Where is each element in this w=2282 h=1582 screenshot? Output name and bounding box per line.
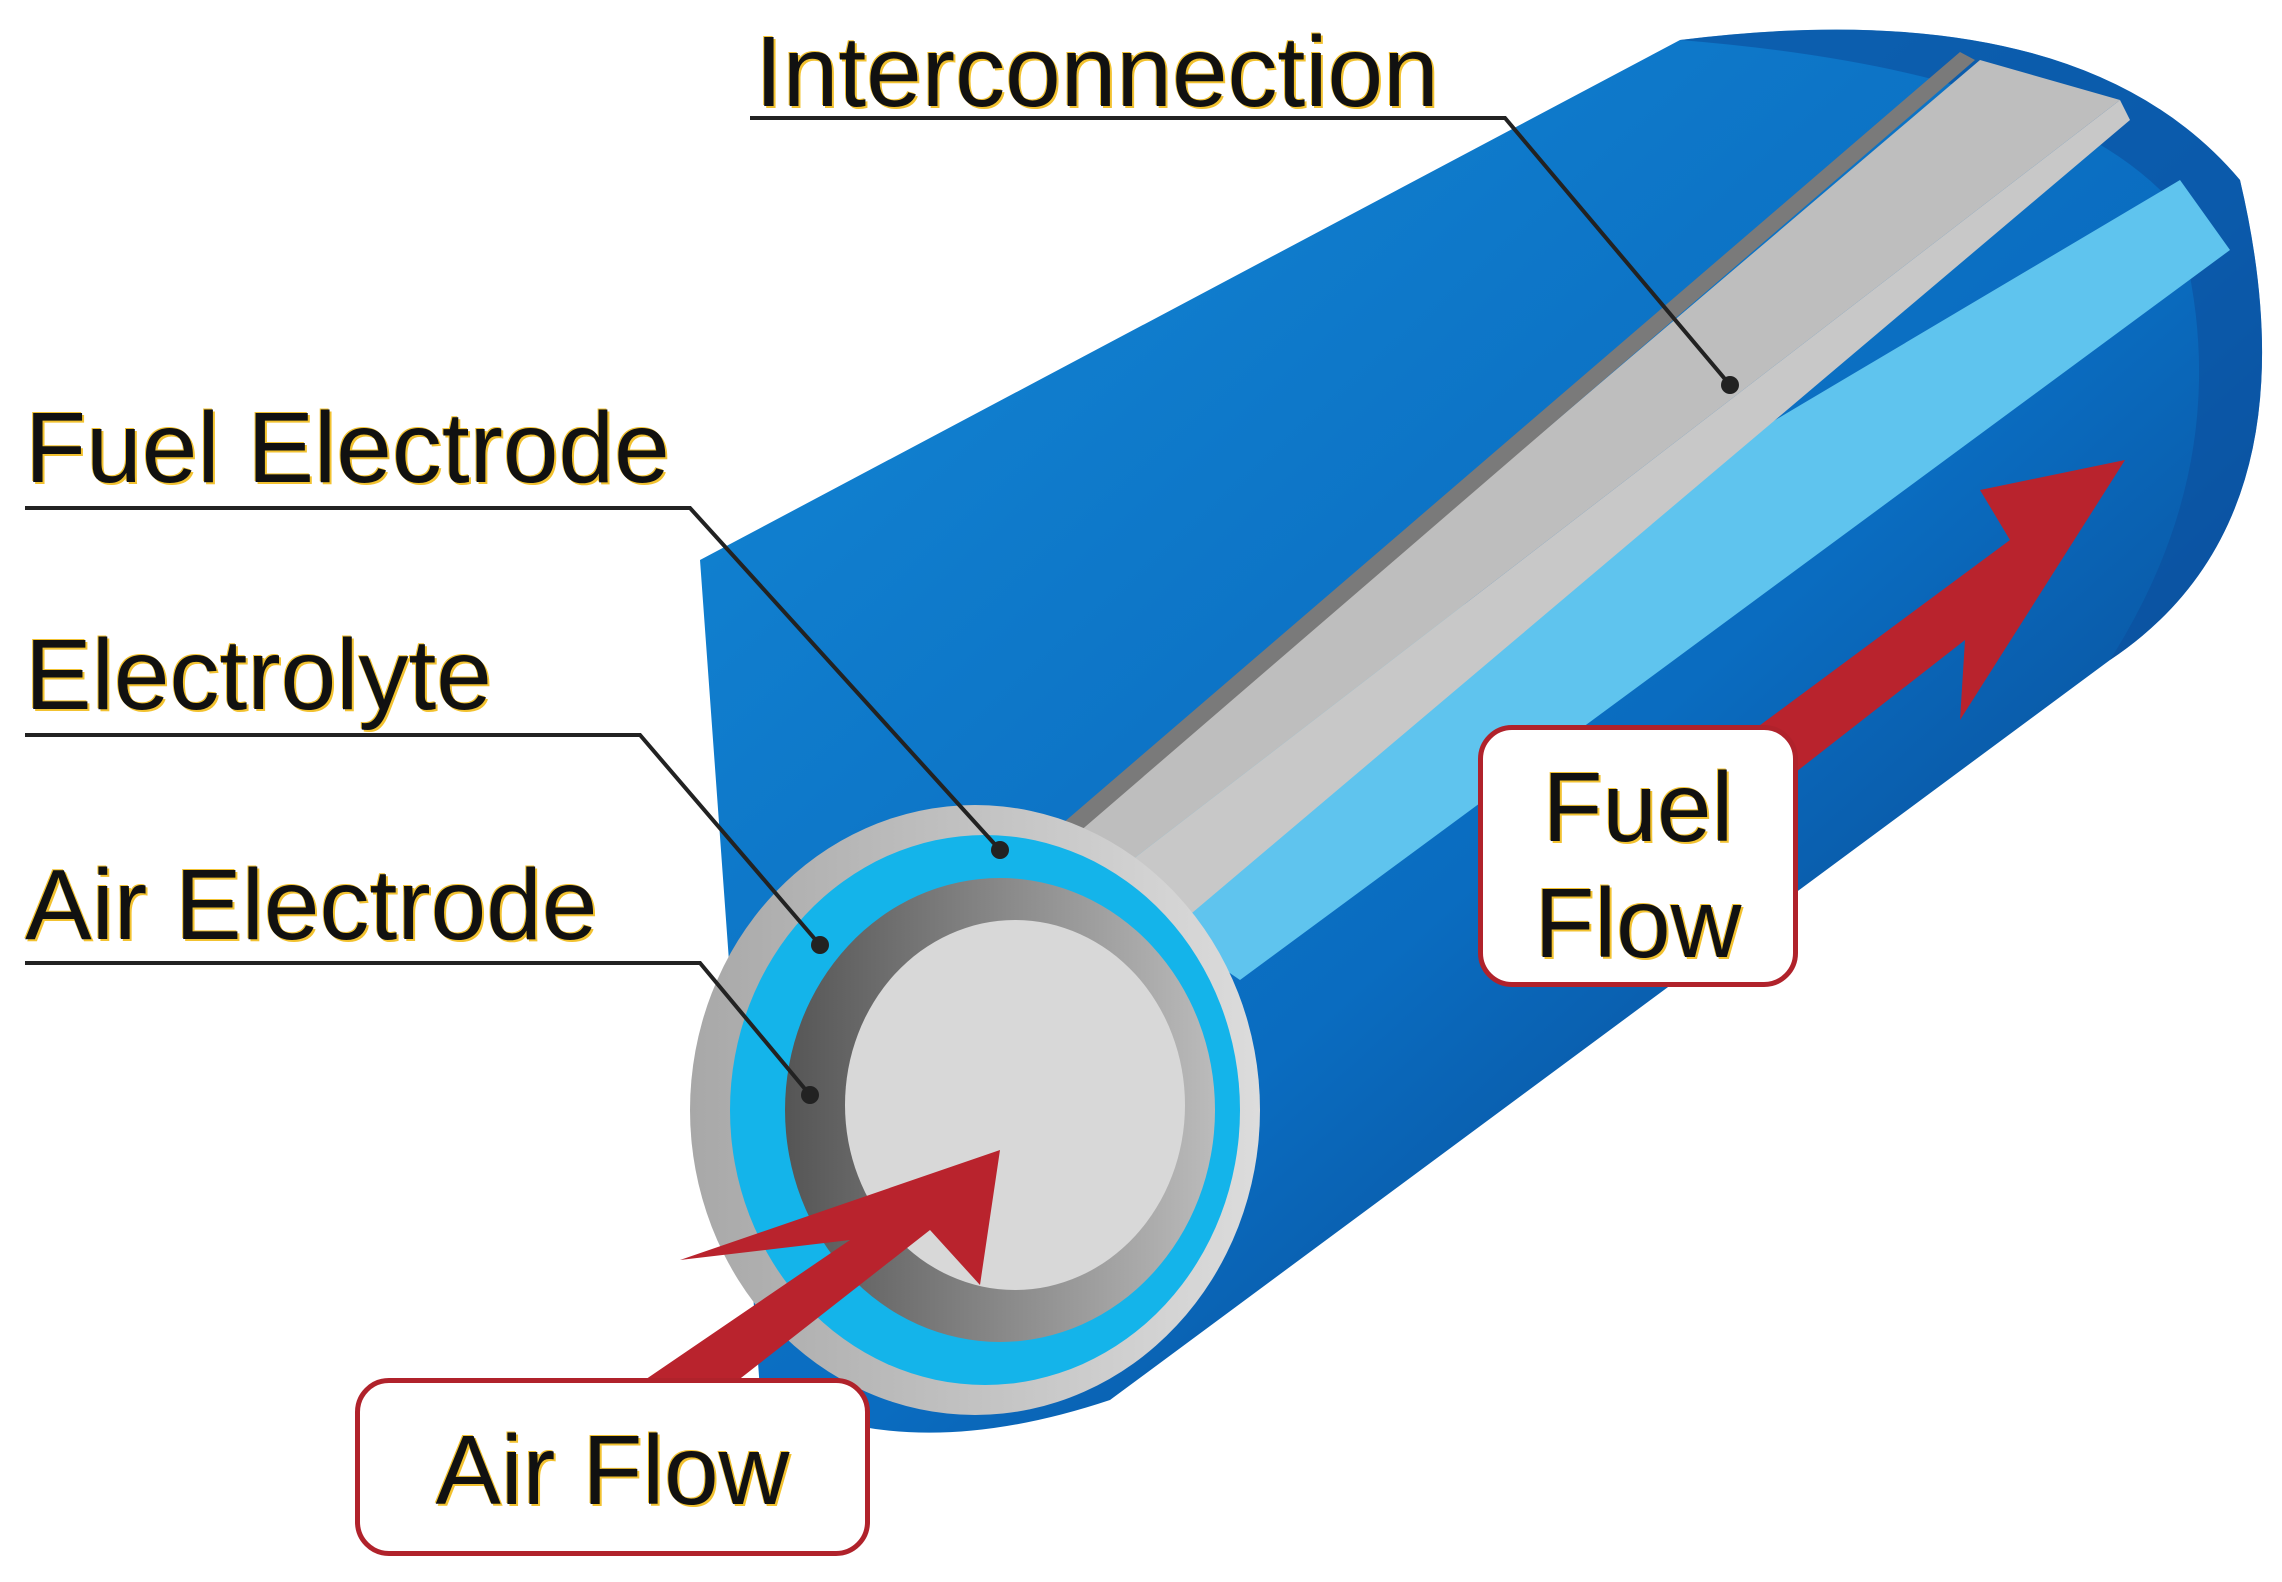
fuel-flow-box: Fuel Flow [1478,725,1798,987]
air-electrode-leader [25,961,812,1097]
electrolyte-label: Electrolyte [25,619,492,731]
fuel-electrode-leader [25,506,1002,852]
interconnection-groove [1020,52,1975,870]
electrolyte-leader-dot [811,936,829,954]
interconnection-strip [1080,100,2130,940]
air-flow-label: Air Flow [435,1415,790,1525]
fuel-flow-arrow [1740,460,2125,800]
fuel-electrode-leader-dot [991,841,1009,859]
air-electrode-leader-dot [801,1086,819,1104]
air-electrode-label: Air Electrode [25,849,598,961]
interconnection-leader-dot [1721,376,1739,394]
electrolyte-leader [25,733,822,947]
interconnection-leader [750,116,1732,387]
interconnection-label: Interconnection [755,16,1439,128]
air-flow-box: Air Flow [355,1378,870,1556]
fuel-flow-line2: Flow [1534,868,1742,978]
air-flow-arrow [630,1150,1000,1410]
interconnection-strip-top [1040,60,2120,900]
fuel-electrode-label: Fuel Electrode [25,392,670,504]
fuel-flow-line1: Fuel [1542,752,1734,862]
